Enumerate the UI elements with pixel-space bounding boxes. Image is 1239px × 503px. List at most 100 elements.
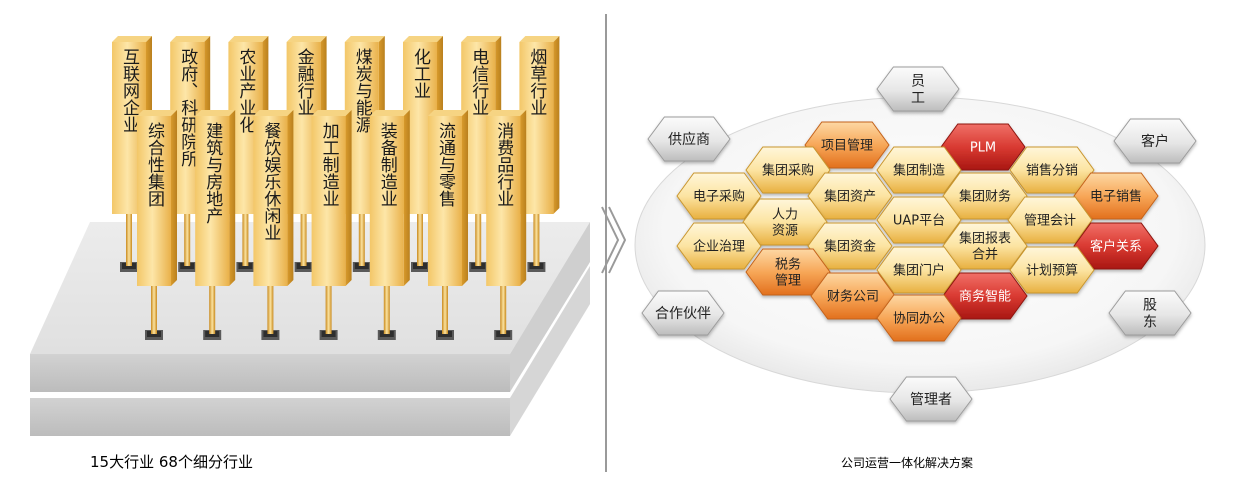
module-hex-label: 管理 bbox=[775, 274, 801, 289]
module-hex-label: 人力 bbox=[772, 208, 798, 223]
module-hex: 协同办公 bbox=[876, 294, 962, 342]
module-hex: 项目管理 bbox=[804, 121, 890, 169]
stakeholder-hex-label: 合作伙伴 bbox=[655, 306, 711, 322]
bar-pin bbox=[242, 212, 249, 266]
module-hex: 集团采购 bbox=[745, 146, 831, 194]
module-hex-label: UAP平台 bbox=[893, 214, 945, 229]
bar-face bbox=[253, 116, 288, 286]
stakeholder-hex-label: 员 bbox=[911, 74, 925, 90]
stakeholder-hex: 员工 bbox=[876, 66, 960, 112]
bar-cap bbox=[112, 36, 152, 42]
module-hex-label: PLM bbox=[970, 141, 996, 156]
bar-cap bbox=[403, 36, 443, 42]
module-hex-label: 资源 bbox=[772, 224, 798, 239]
bar-cap bbox=[311, 110, 352, 116]
module-hex: 电子销售 bbox=[1073, 172, 1159, 220]
bar-cap bbox=[369, 110, 410, 116]
bar-side bbox=[171, 110, 177, 286]
bar-side bbox=[520, 110, 527, 286]
industry-label: 烟草行业 bbox=[526, 48, 547, 116]
bar-face bbox=[137, 116, 171, 286]
stakeholder-hex-shape bbox=[641, 290, 725, 336]
industry-bar-front: 建筑与房地产 bbox=[195, 110, 236, 334]
industry-label: 政府、科研院所 bbox=[177, 48, 198, 167]
bar-side bbox=[287, 110, 294, 286]
bar-pin bbox=[126, 212, 132, 266]
industry-label: 电信行业 bbox=[468, 48, 489, 116]
industry-label: 互联网企业 bbox=[119, 48, 140, 133]
bar-pin bbox=[151, 284, 157, 334]
bar-cap bbox=[286, 36, 327, 42]
stakeholder-hex: 客户 bbox=[1113, 118, 1197, 164]
bar-pin bbox=[383, 284, 390, 334]
module-hex: 集团资产 bbox=[807, 172, 893, 220]
module-hex-label: 集团报表 bbox=[959, 231, 1011, 247]
module-hex: 计划预算 bbox=[1009, 246, 1095, 294]
bar-pin bbox=[500, 284, 507, 334]
module-hex-label: 协同办公 bbox=[893, 312, 945, 327]
industry-label: 装备制造业 bbox=[377, 122, 398, 207]
bar-pin bbox=[533, 212, 540, 266]
stakeholder-hex-shape bbox=[889, 376, 973, 422]
module-hex-shape bbox=[876, 294, 962, 342]
bar-side bbox=[403, 110, 410, 286]
module-hex-shape bbox=[876, 196, 962, 244]
module-hex: 电子采购 bbox=[676, 172, 762, 220]
module-hex: 企业治理 bbox=[676, 222, 762, 270]
stakeholder-hex: 供应商 bbox=[647, 116, 731, 162]
module-hex: 商务智能 bbox=[942, 272, 1028, 320]
industry-label: 综合性集团 bbox=[144, 122, 165, 207]
module-hex-label: 管理会计 bbox=[1024, 214, 1076, 229]
bar-pin bbox=[417, 212, 423, 266]
stakeholder-hex-label: 工 bbox=[911, 91, 925, 107]
module-hex-label: 合并 bbox=[972, 248, 998, 263]
module-hex-shape bbox=[676, 222, 762, 270]
module-hex-shape bbox=[1009, 246, 1095, 294]
stakeholder-hex-label: 供应商 bbox=[668, 131, 710, 148]
bar-face bbox=[486, 116, 521, 286]
stakeholder-hex-shape bbox=[1108, 290, 1192, 336]
bar-pin bbox=[475, 212, 482, 266]
industry-label: 煤炭与能源 bbox=[352, 48, 373, 134]
bar-cap bbox=[253, 110, 294, 116]
bar-face bbox=[369, 116, 404, 286]
solution-caption: 公司运营一体化解决方案 bbox=[841, 456, 974, 470]
bar-pin bbox=[184, 212, 191, 266]
stakeholder-hex-shape bbox=[1113, 118, 1197, 164]
module-hex-label: 商务智能 bbox=[959, 289, 1011, 305]
platform-face-upper bbox=[30, 354, 510, 392]
bar-side bbox=[229, 110, 236, 286]
industry-label: 加工制造业 bbox=[319, 122, 340, 207]
module-hex-label: 集团采购 bbox=[762, 163, 814, 179]
module-hex: 集团财务 bbox=[942, 172, 1028, 220]
industry-label: 金融行业 bbox=[294, 48, 315, 116]
module-hex-label: 电子采购 bbox=[693, 189, 745, 205]
industry-label: 消费品行业 bbox=[493, 122, 514, 207]
bar-cap bbox=[461, 36, 502, 42]
bar-cap bbox=[137, 110, 177, 116]
module-hex-label: 计划预算 bbox=[1026, 264, 1078, 279]
module-hex-label: 企业治理 bbox=[693, 239, 745, 255]
industry-bar-front: 餐饮娱乐休闲业 bbox=[253, 110, 294, 334]
stakeholder-hex-shape bbox=[647, 116, 731, 162]
industry-bar-front: 流通与零售 bbox=[428, 110, 468, 334]
stakeholder-hex-label: 客户 bbox=[1141, 133, 1169, 150]
module-hex-label: 财务公司 bbox=[827, 289, 879, 305]
module-hex-shape bbox=[876, 146, 962, 194]
module-hex-shape bbox=[676, 172, 762, 220]
stakeholder-hex-label: 管理者 bbox=[910, 392, 952, 408]
module-hex-label: 项目管理 bbox=[821, 139, 873, 154]
module-hex-label: 集团资金 bbox=[824, 239, 876, 255]
module-hex-shape bbox=[1009, 146, 1095, 194]
module-hex: 管理会计 bbox=[1007, 196, 1093, 244]
module-hex-label: 销售分销 bbox=[1026, 163, 1078, 179]
module-hex-label: 集团制造 bbox=[893, 163, 945, 179]
bar-pin bbox=[442, 284, 448, 334]
module-hex-label: 集团财务 bbox=[959, 189, 1011, 205]
stakeholder-hex-label: 东 bbox=[1143, 315, 1157, 331]
